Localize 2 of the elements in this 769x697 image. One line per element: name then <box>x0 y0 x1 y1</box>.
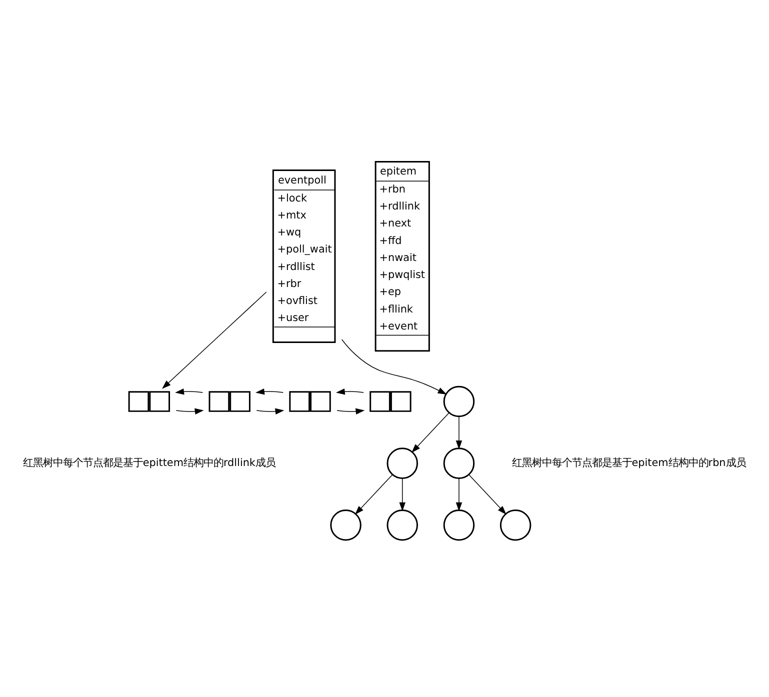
label: 红黑树中每个节点都是基于epittem结构中的rdllink成员 <box>22 456 276 469</box>
label: 红黑树中每个节点都是基于epitem结构中的rbn成员 <box>512 456 746 469</box>
